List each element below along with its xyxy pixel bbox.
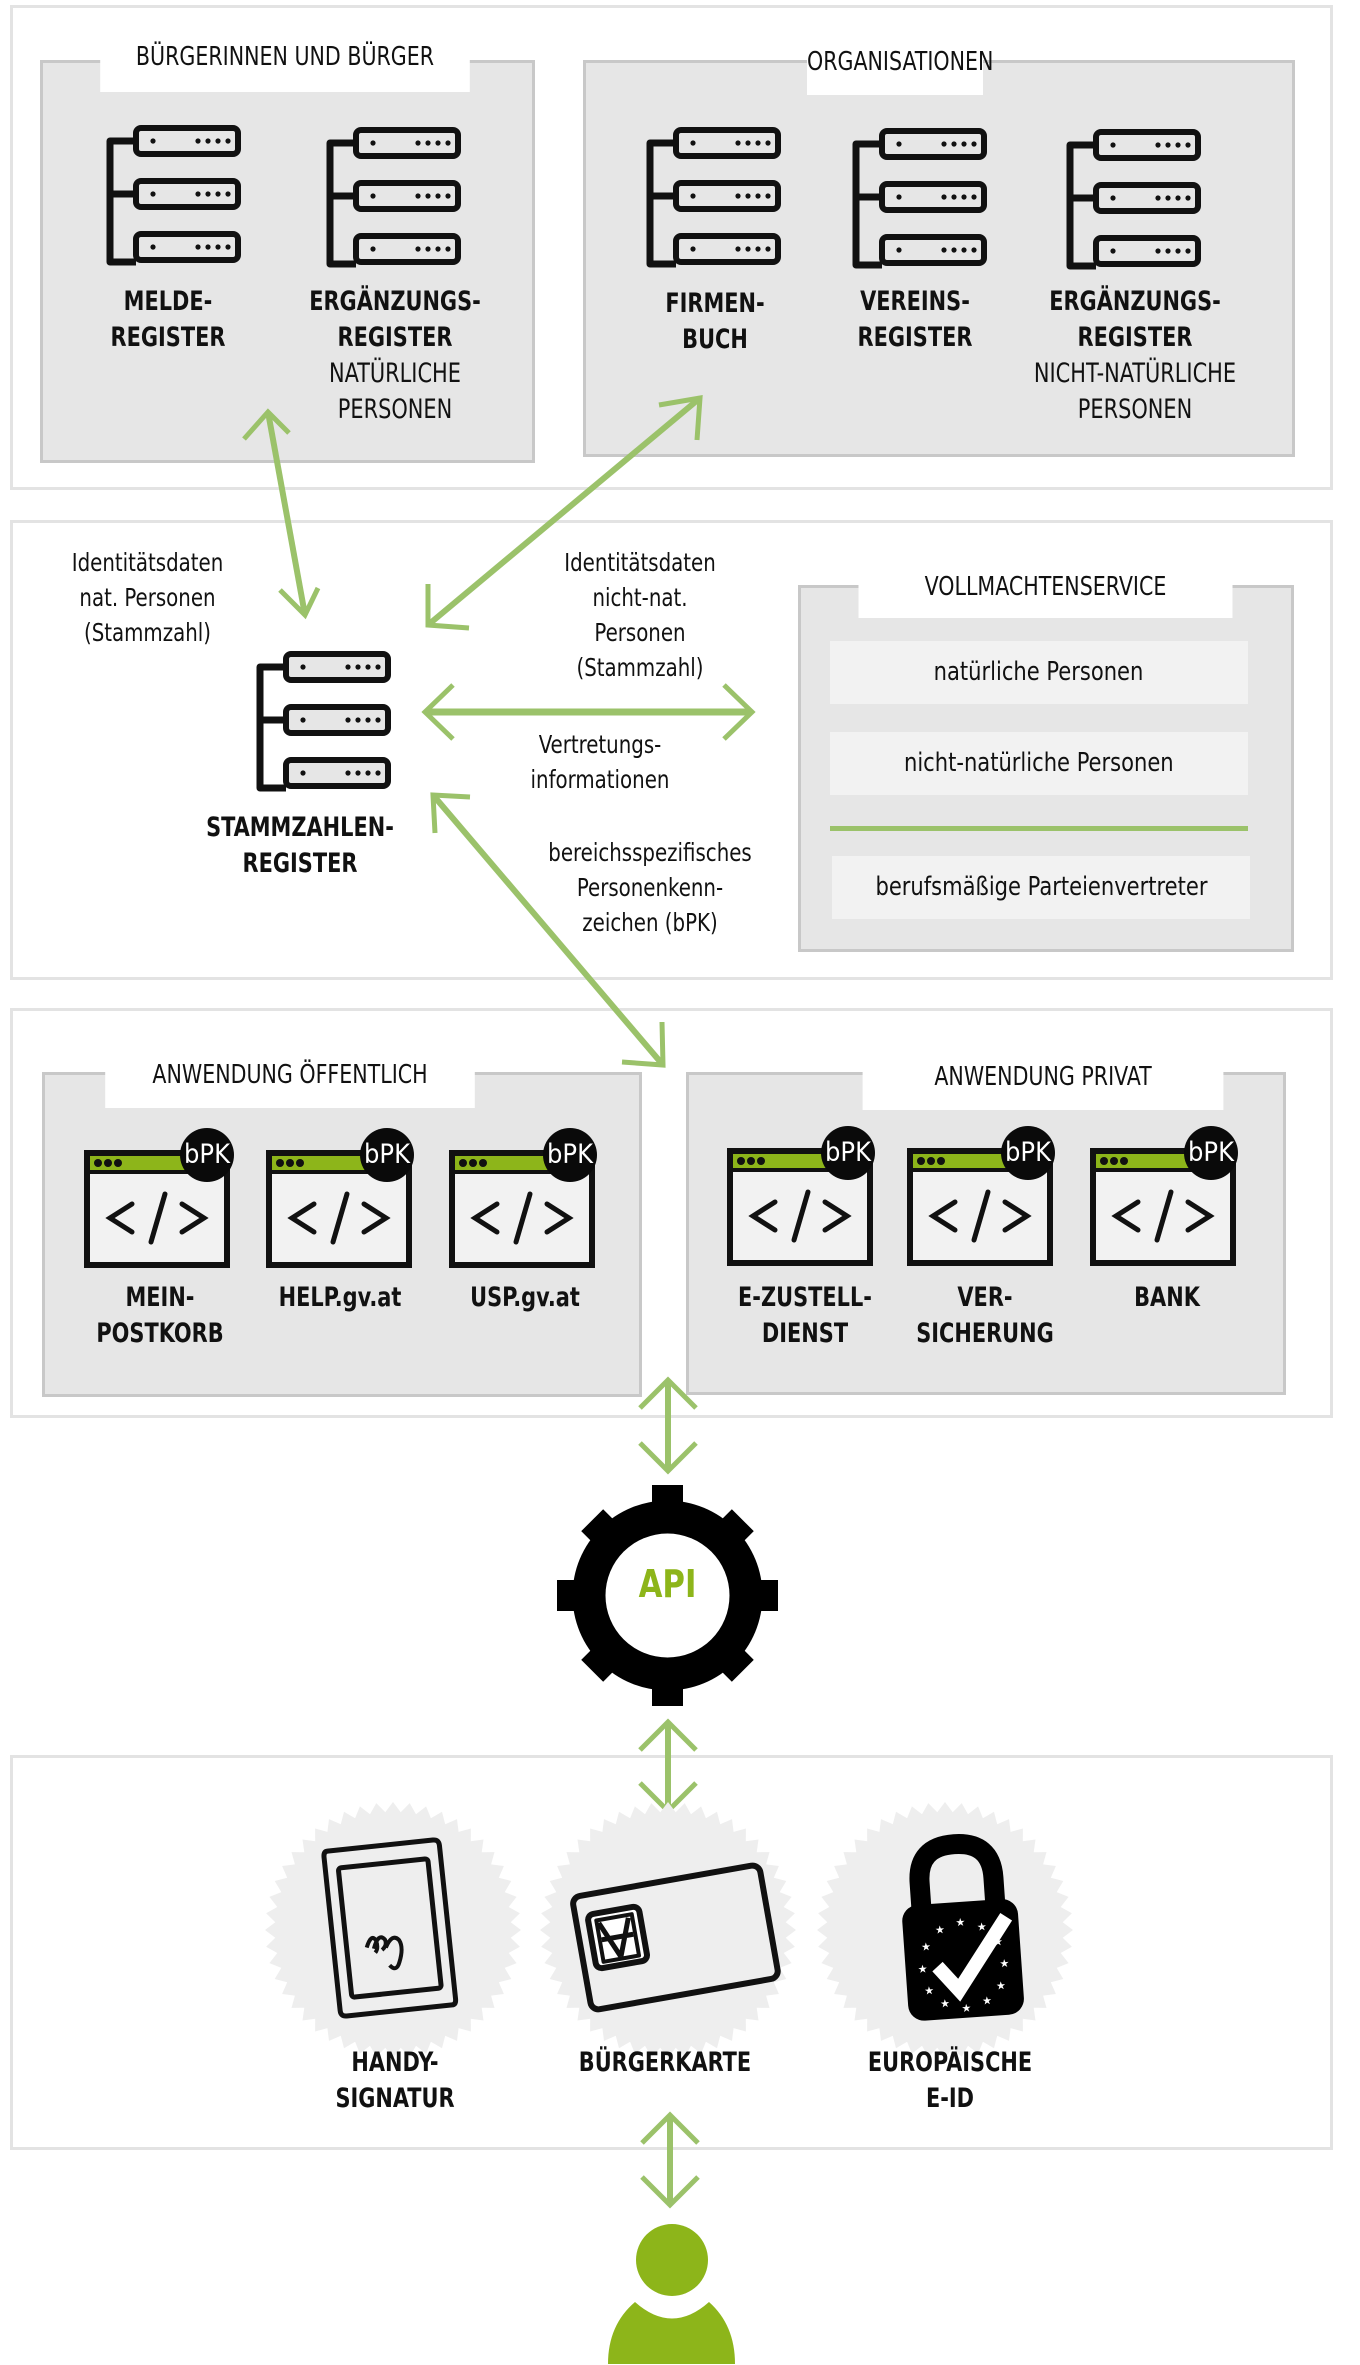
bpk-badge: bPK	[1184, 1126, 1238, 1180]
arrow-organisations-register	[425, 394, 703, 631]
register-label-ergaenzungsregister-non-natural: ERGÄNZUNGS- REGISTER NICHT-NATÜRLICHE PE…	[1033, 286, 1237, 425]
stammzahlenregister-label: STAMMZAHLEN- REGISTER	[206, 812, 394, 879]
note-identity-non-natural: Identitätsdaten nicht-nat. Personen (Sta…	[564, 548, 716, 682]
gear-icon	[557, 1485, 778, 1706]
register-label-ergaenzungsregister-natural: ERGÄNZUNGS- REGISTER NATÜRLICHE PERSONEN	[309, 286, 481, 425]
server-register-icon	[848, 129, 988, 269]
app-tile-usp-gv-at[interactable]: bPK	[449, 1128, 619, 1268]
app-tile-bank[interactable]: bPK	[1090, 1126, 1260, 1266]
eu-padlock-icon[interactable]: ★★★★ ★★★★ ★★★★	[885, 1830, 1035, 2030]
vollmacht-item-natural-persons: natürliche Personen	[830, 641, 1248, 704]
private-applications-title: ANWENDUNG PRIVAT	[862, 1050, 1224, 1110]
register-label-firmenbuch: FIRMEN- BUCH	[665, 288, 765, 355]
bpk-badge: bPK	[360, 1128, 414, 1182]
bpk-badge: bPK	[821, 1126, 875, 1180]
server-register-icon	[1062, 130, 1202, 270]
arrow-citizens-register	[242, 408, 321, 620]
svg-text:★: ★	[999, 1957, 1010, 1971]
burst-buergerkarte	[540, 1802, 796, 2058]
server-register-icon	[322, 128, 462, 268]
api-label: API	[638, 1562, 697, 1606]
public-applications-title: ANWENDUNG ÖFFENTLICH	[105, 1048, 475, 1108]
mobile-signature-icon[interactable]	[320, 1835, 460, 2025]
auth-label-buergerkarte: BÜRGERKARTE	[578, 2047, 752, 2078]
app-tile-e-zustelldienst[interactable]: bPK	[727, 1126, 897, 1266]
bpk-badge: bPK	[180, 1128, 234, 1182]
citizens-group-title: BÜRGERINNEN UND BÜRGER	[100, 30, 470, 92]
app-label-bank: BANK	[1134, 1282, 1200, 1313]
auth-label-handy-signatur: HANDY- SIGNATUR	[335, 2047, 455, 2114]
svg-text:★: ★	[955, 1916, 966, 1930]
app-tile-versicherung[interactable]: bPK	[907, 1126, 1077, 1266]
svg-text:★: ★	[982, 1994, 993, 2008]
note-representation-info: Vertretungs- informationen	[530, 730, 670, 794]
smart-card-icon[interactable]	[570, 1855, 781, 2015]
bpk-badge: bPK	[1001, 1126, 1055, 1180]
svg-text:★: ★	[961, 2001, 972, 2015]
app-label-help-gv-at: HELP.gv.at	[278, 1282, 402, 1313]
app-label-mein-postkorb: MEIN- POSTKORB	[96, 1282, 224, 1349]
svg-text:★: ★	[935, 1923, 946, 1937]
svg-text:★: ★	[917, 1962, 928, 1976]
app-tile-mein-postkorb[interactable]: bPK	[84, 1128, 254, 1268]
user-icon	[608, 2224, 735, 2364]
arrow-register-applications	[430, 792, 666, 1068]
app-label-usp-gv-at: USP.gv.at	[470, 1282, 580, 1313]
app-label-e-zustelldienst: E-ZUSTELL- DIENST	[738, 1282, 872, 1349]
note-bpk: bereichsspezifisches Personenkenn- zeich…	[548, 838, 752, 937]
auth-label-europaeische-eid: EUROPÄISCHE E-ID	[867, 2047, 1033, 2114]
register-label-vereinsregister: VEREINS- REGISTER	[857, 286, 973, 353]
vollmacht-item-non-natural-persons: nicht-natürliche Personen	[830, 732, 1248, 795]
organisations-group-title: ORGANISATIONEN	[807, 35, 993, 95]
svg-text:★: ★	[940, 1997, 951, 2011]
vollmachtenservice-title: VOLLMACHTENSERVICE	[858, 560, 1233, 618]
svg-text:★: ★	[996, 1979, 1007, 1993]
note-identity-natural: Identitätsdaten nat. Personen (Stammzahl…	[71, 548, 224, 647]
arrow-applications-api	[638, 1376, 698, 1475]
bpk-badge: bPK	[543, 1128, 597, 1182]
vollmacht-divider	[830, 826, 1248, 831]
svg-text:★: ★	[921, 1940, 932, 1954]
server-register-icon	[642, 128, 782, 268]
app-label-versicherung: VER- SICHERUNG	[916, 1282, 1054, 1349]
server-register-icon	[252, 652, 392, 792]
arrow-register-vollmachtenservice	[421, 683, 756, 741]
app-tile-help-gv-at[interactable]: bPK	[266, 1128, 436, 1268]
arrow-auth-user	[640, 2111, 700, 2209]
vollmacht-item-professional-representatives: berufsmäßige Parteienvertreter	[832, 856, 1250, 919]
register-label-melderegister: MELDE- REGISTER	[110, 286, 226, 353]
svg-text:★: ★	[976, 1920, 987, 1934]
server-register-icon	[102, 126, 242, 266]
svg-text:★: ★	[924, 1984, 935, 1998]
